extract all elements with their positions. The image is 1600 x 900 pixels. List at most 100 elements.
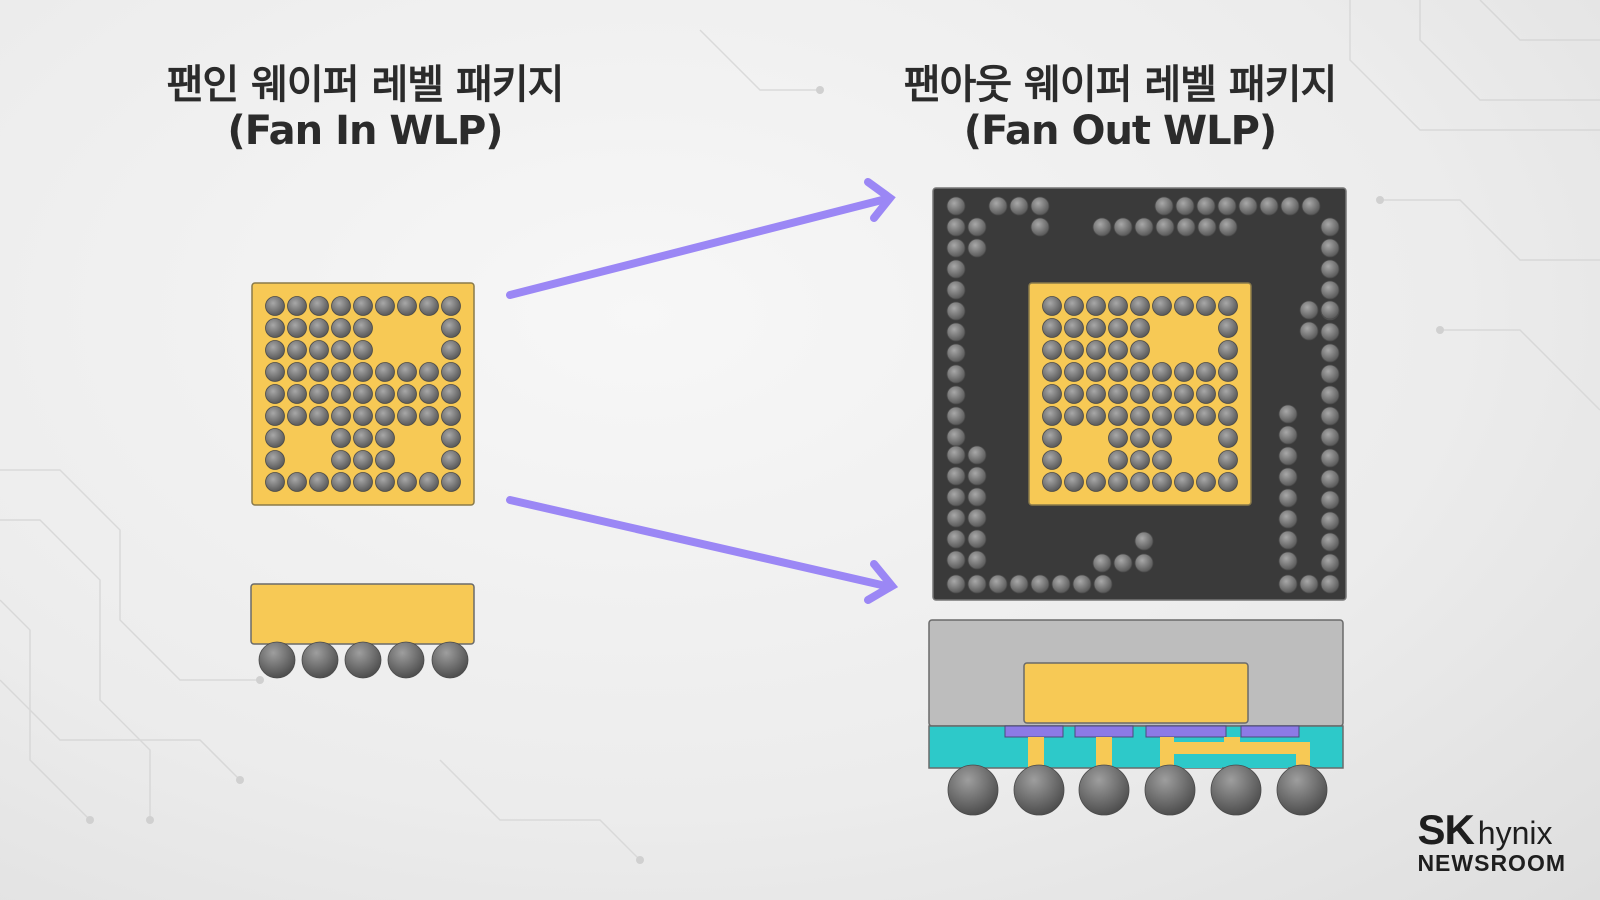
- solder-ball-icon: [1210, 764, 1262, 816]
- solder-ball-icon: [946, 466, 966, 486]
- solder-ball-icon: [441, 406, 461, 426]
- solder-ball-icon: [397, 472, 417, 492]
- solder-ball-icon: [1218, 472, 1238, 492]
- solder-ball-icon: [946, 427, 966, 447]
- solder-ball-icon: [309, 384, 329, 404]
- solder-ball-icon: [1152, 428, 1172, 448]
- solder-ball-icon: [1152, 406, 1172, 426]
- solder-ball-icon: [1064, 362, 1084, 382]
- solder-ball-icon: [1218, 406, 1238, 426]
- solder-ball-icon: [946, 529, 966, 549]
- logo-newsroom: NEWSROOM: [1417, 850, 1566, 876]
- solder-ball-icon: [946, 238, 966, 258]
- solder-ball-icon: [946, 508, 966, 528]
- solder-ball-icon: [1320, 427, 1340, 447]
- fan-in-solder-balls: [258, 641, 469, 679]
- solder-ball-icon: [397, 406, 417, 426]
- solder-ball-icon: [1042, 318, 1062, 338]
- solder-ball-icon: [1196, 196, 1216, 216]
- arrow-right-icon: [506, 178, 896, 299]
- solder-ball-icon: [441, 340, 461, 360]
- solder-ball-icon: [1064, 340, 1084, 360]
- solder-ball-icon: [1278, 574, 1298, 594]
- solder-ball-icon: [309, 362, 329, 382]
- solder-ball-icon: [946, 280, 966, 300]
- solder-ball-icon: [1064, 472, 1084, 492]
- solder-ball-icon: [1042, 296, 1062, 316]
- solder-ball-icon: [331, 472, 351, 492]
- solder-ball-icon: [946, 574, 966, 594]
- solder-ball-icon: [1108, 472, 1128, 492]
- solder-ball-icon: [353, 472, 373, 492]
- solder-ball-icon: [375, 362, 395, 382]
- solder-ball-icon: [1042, 406, 1062, 426]
- solder-ball-icon: [1218, 296, 1238, 316]
- solder-ball-icon: [1152, 384, 1172, 404]
- solder-ball-icon: [1072, 574, 1092, 594]
- solder-ball-icon: [353, 362, 373, 382]
- solder-ball-icon: [1042, 362, 1062, 382]
- solder-ball-icon: [1113, 217, 1133, 237]
- solder-ball-icon: [946, 343, 966, 363]
- solder-ball-icon: [331, 428, 351, 448]
- solder-ball-icon: [441, 450, 461, 470]
- solder-ball-icon: [353, 406, 373, 426]
- solder-ball-icon: [375, 384, 395, 404]
- fan-in-side-view: [250, 583, 475, 679]
- solder-ball-icon: [1030, 196, 1050, 216]
- solder-ball-icon: [1278, 425, 1298, 445]
- fan-in-top-view: [251, 282, 475, 506]
- solder-ball-icon: [309, 296, 329, 316]
- solder-ball-icon: [309, 340, 329, 360]
- solder-ball-icon: [946, 406, 966, 426]
- solder-ball-icon: [419, 362, 439, 382]
- solder-ball-icon: [1320, 364, 1340, 384]
- solder-ball-icon: [309, 472, 329, 492]
- solder-ball-icon: [1238, 196, 1258, 216]
- solder-ball-icon: [1009, 574, 1029, 594]
- solder-ball-icon: [1108, 406, 1128, 426]
- solder-ball-icon: [353, 428, 373, 448]
- solder-ball-icon: [1064, 318, 1084, 338]
- solder-ball-icon: [1174, 406, 1194, 426]
- solder-ball-icon: [1218, 217, 1238, 237]
- solder-ball-icon: [1051, 574, 1071, 594]
- solder-ball-icon: [1175, 196, 1195, 216]
- solder-ball-icon: [946, 445, 966, 465]
- solder-ball-icon: [1278, 551, 1298, 571]
- solder-ball-icon: [946, 550, 966, 570]
- solder-ball-icon: [947, 764, 999, 816]
- arrow-right-icon: [506, 496, 899, 604]
- solder-ball-icon: [353, 340, 373, 360]
- solder-ball-icon: [1320, 238, 1340, 258]
- solder-ball-icon: [1078, 764, 1130, 816]
- solder-ball-icon: [265, 340, 285, 360]
- solder-ball-icon: [331, 384, 351, 404]
- solder-ball-icon: [1152, 450, 1172, 470]
- solder-ball-icon: [967, 529, 987, 549]
- solder-ball-icon: [988, 574, 1008, 594]
- fan-out-inner-ball-array: [1042, 296, 1238, 492]
- fan-in-title-korean: 팬인 웨이퍼 레벨 패키지: [166, 62, 565, 108]
- solder-ball-icon: [1130, 472, 1150, 492]
- solder-ball-icon: [287, 384, 307, 404]
- solder-ball-icon: [1152, 362, 1172, 382]
- solder-ball-icon: [1299, 574, 1319, 594]
- solder-ball-icon: [1086, 340, 1106, 360]
- solder-ball-icon: [1320, 574, 1340, 594]
- solder-ball-icon: [946, 259, 966, 279]
- solder-ball-icon: [397, 362, 417, 382]
- solder-ball-icon: [1086, 318, 1106, 338]
- solder-ball-icon: [1130, 318, 1150, 338]
- solder-ball-icon: [258, 641, 296, 679]
- solder-ball-icon: [1108, 428, 1128, 448]
- solder-ball-icon: [1134, 553, 1154, 573]
- solder-ball-icon: [946, 364, 966, 384]
- solder-ball-icon: [1218, 340, 1238, 360]
- solder-ball-icon: [1086, 472, 1106, 492]
- solder-ball-icon: [441, 384, 461, 404]
- solder-ball-icon: [988, 196, 1008, 216]
- solder-ball-icon: [1320, 406, 1340, 426]
